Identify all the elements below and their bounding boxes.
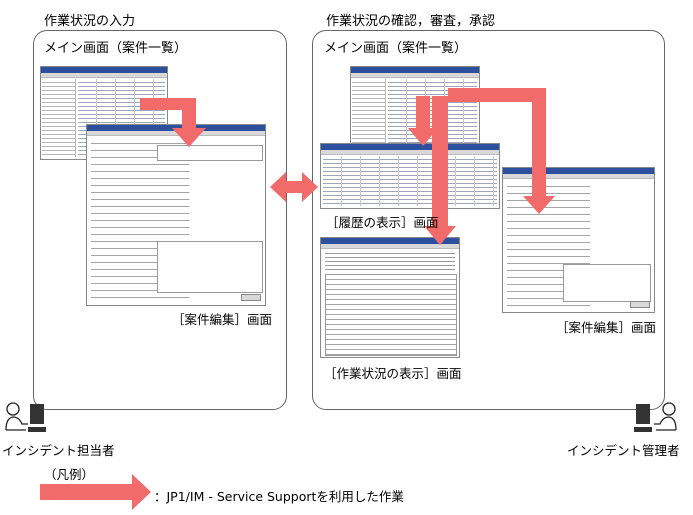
caption-case-edit-left: ［案件編集］画面 [172, 312, 273, 327]
legend-arrow [40, 474, 151, 510]
caption-case-edit-right: ［案件編集］画面 [556, 320, 657, 335]
arrow-main-to-edit-right [448, 88, 555, 214]
legend-title: （凡例） [44, 467, 95, 482]
left-section-title: 作業状況の入力 [44, 14, 136, 29]
case-edit-window-thumbnail-right [502, 167, 655, 313]
arrow-bidirectional [270, 172, 318, 202]
legend-text: ：JP1/IM - Service Supportを利用した作業 [154, 489, 404, 504]
arrow-main-to-history [408, 96, 438, 146]
person-at-computer-icon [5, 402, 46, 432]
caption-history: ［履歴の表示］画面 [326, 215, 439, 230]
right-section-title: 作業状況の確認，審査，承認 [326, 14, 496, 29]
arrow-main-to-work-status [424, 96, 456, 245]
case-edit-window-thumbnail-left [86, 124, 266, 306]
main-window-thumbnail-right [350, 66, 480, 152]
caption-work-status: ［作業状況の表示］画面 [324, 366, 462, 381]
arrow-main-to-edit-left [140, 98, 206, 147]
role-incident-manager: インシデント管理者 [567, 443, 680, 458]
right-panel-title: メイン画面（案件一覧） [324, 41, 468, 56]
history-window-thumbnail [320, 143, 500, 209]
left-panel-title: メイン画面（案件一覧） [44, 41, 188, 56]
role-incident-handler: インシデント担当者 [2, 443, 115, 458]
work-status-window-thumbnail [320, 237, 460, 358]
person-at-computer-icon [634, 402, 677, 432]
